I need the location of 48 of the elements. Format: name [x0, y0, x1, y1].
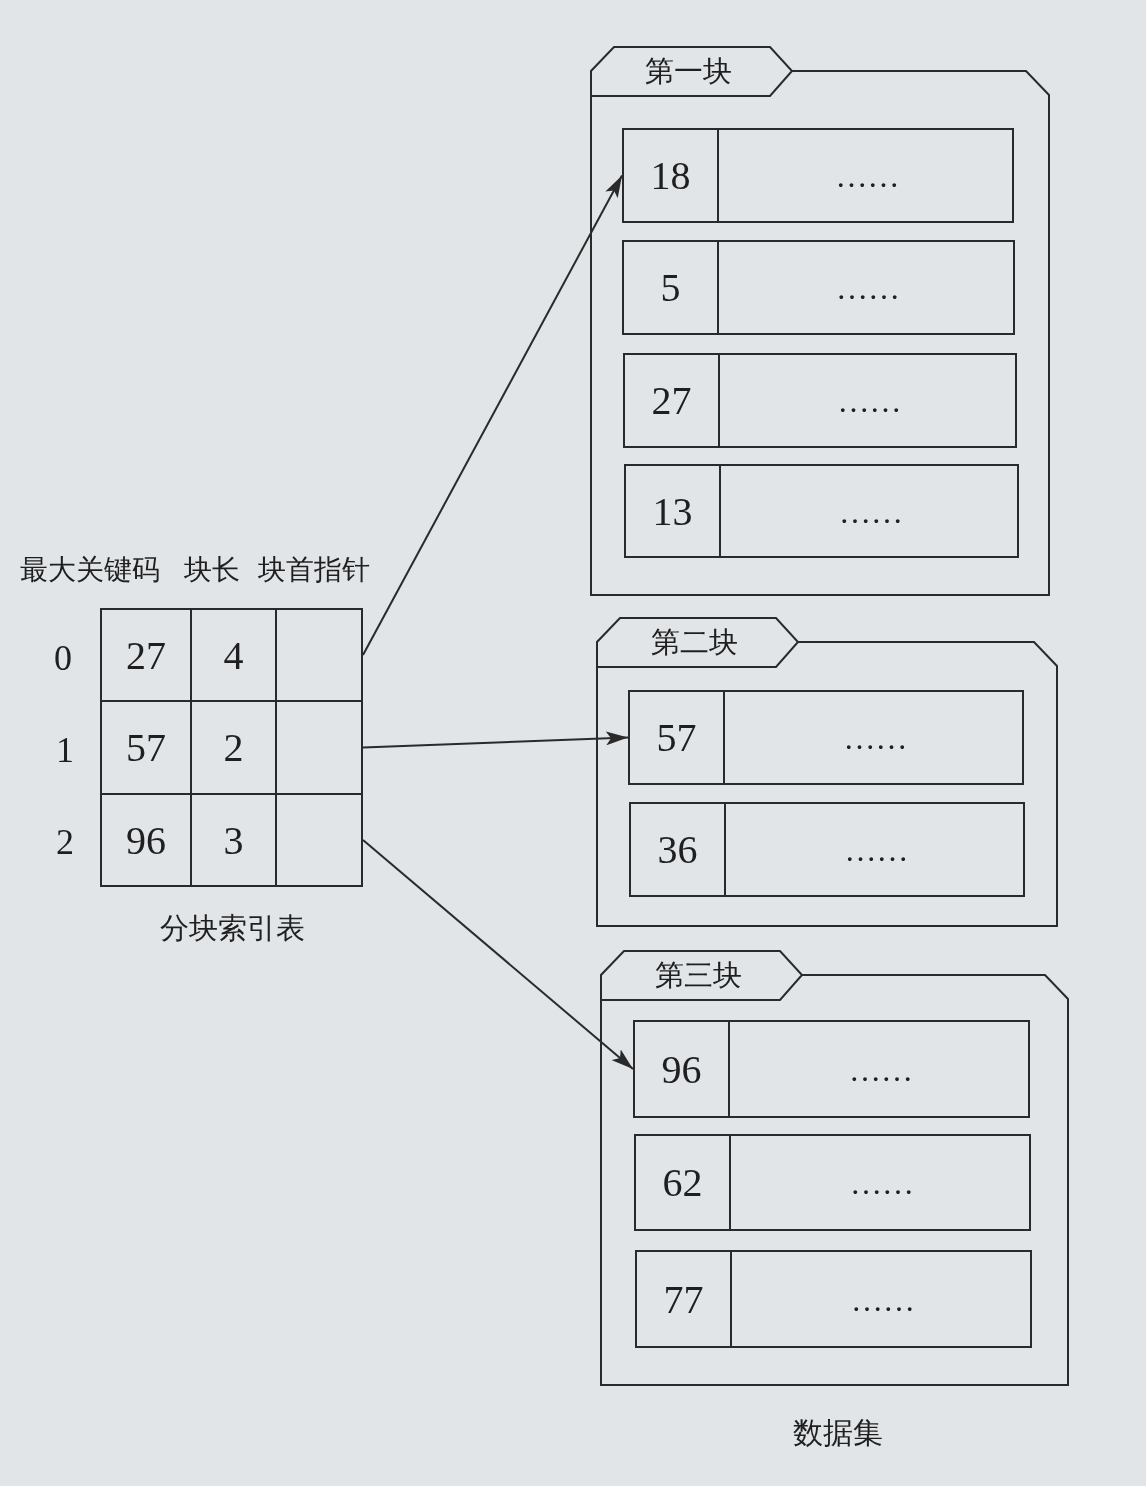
record-row [624, 464, 1019, 558]
record-key: 62 [636, 1136, 731, 1229]
row-index: 2 [56, 821, 74, 864]
table-cell: 27 [100, 608, 192, 702]
record-key: 36 [631, 804, 726, 895]
record-data: …… [836, 271, 900, 307]
pointer-cell [275, 793, 363, 887]
column-header: 块首指针 [258, 552, 370, 587]
pointer-cell [275, 608, 363, 702]
record-row [635, 1250, 1032, 1348]
record-key: 18 [624, 130, 719, 221]
record-key: 27 [625, 355, 720, 446]
data-block [596, 617, 1058, 927]
record-data: …… [849, 1053, 913, 1089]
record-data: …… [844, 833, 909, 869]
record-row [622, 240, 1015, 335]
column-header: 块长 [184, 552, 240, 587]
record-row [629, 802, 1025, 897]
record-row [623, 353, 1017, 448]
record-data: …… [851, 1283, 915, 1319]
table-caption: 分块索引表 [160, 910, 305, 947]
record-data: …… [837, 384, 902, 420]
row-index: 1 [56, 729, 74, 772]
column-header: 最大关键码 [20, 552, 160, 587]
block-title: 第一块 [644, 53, 732, 89]
record-row [633, 1020, 1030, 1118]
arrow [362, 174, 623, 656]
record-row [634, 1134, 1031, 1231]
row-index: 0 [54, 637, 72, 680]
record-row [622, 128, 1014, 223]
record-key: 5 [624, 242, 719, 333]
record-key: 57 [630, 692, 725, 783]
table-cell: 96 [100, 793, 192, 887]
arrow [362, 731, 629, 749]
figure-caption: 数据集 [793, 1414, 883, 1452]
record-key: 77 [637, 1252, 732, 1346]
record-data: …… [850, 1166, 914, 1202]
record-data: …… [835, 159, 900, 195]
record-key: 96 [635, 1022, 730, 1116]
block-title: 第三块 [654, 957, 742, 993]
record-data: …… [843, 721, 908, 757]
data-block [600, 950, 1069, 1386]
block-title: 第二块 [650, 624, 738, 660]
record-data: …… [839, 495, 903, 531]
data-block [590, 46, 1050, 596]
record-row [628, 690, 1024, 785]
arrow [362, 839, 634, 1070]
record-key: 13 [626, 466, 721, 556]
